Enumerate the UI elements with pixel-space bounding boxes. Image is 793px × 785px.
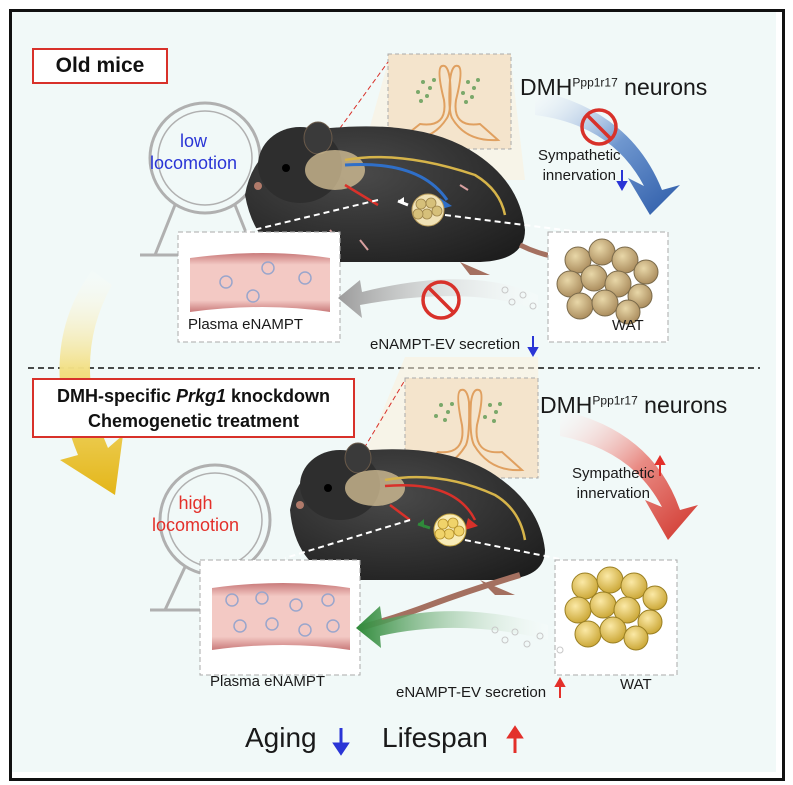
- plasma-box-bottom: [199, 559, 361, 676]
- secretion-label-bottom: eNAMPT-EV secretion: [396, 684, 547, 701]
- wat-box-top: [547, 231, 669, 343]
- brain-zoom-bottom: [355, 357, 540, 479]
- secretion-label-top: eNAMPT-EV secretion: [370, 336, 521, 353]
- wat-label-top: WAT: [612, 317, 644, 334]
- mouse-old-illustration: [245, 121, 601, 275]
- mouse-treated-illustration: [290, 442, 545, 635]
- neuron-label-bottom: DMHPpp1r17 neurons: [540, 392, 728, 418]
- inhibit-symbol-top: [580, 108, 618, 146]
- locomotion-label-top: low locomotion: [150, 131, 238, 173]
- secretion-up-arrow: [554, 676, 566, 698]
- sympathetic-label-top: Sympathetic innervation: [538, 147, 621, 184]
- sympathetic-label-bottom: Sympathetic innervation: [572, 465, 655, 502]
- secretion-arrow-bottom: [356, 606, 548, 648]
- sympathetic-arrow-top: [535, 90, 680, 215]
- plasma-label-top: Plasma eNAMPT: [188, 316, 304, 333]
- condition-label-treatment: DMH-specific Prkg1 knockdown Chemogeneti…: [32, 378, 355, 438]
- inhibit-symbol-secretion-top: [421, 280, 461, 320]
- secretion-down-arrow: [527, 336, 539, 358]
- treatment-arrow: [59, 270, 123, 495]
- secretion-arrow-top: [338, 279, 538, 318]
- sym-down-arrow: [616, 170, 628, 192]
- aging-label: Aging: [245, 722, 317, 753]
- lifespan-up-arrow: [506, 725, 524, 753]
- sympathetic-arrow-bottom: [560, 410, 698, 540]
- locomotion-label-bottom: high locomotion: [152, 493, 240, 535]
- lifespan-label: Lifespan: [382, 722, 488, 753]
- wat-box-bottom: [554, 559, 678, 676]
- wat-label-bottom: WAT: [620, 676, 652, 693]
- aging-down-arrow: [332, 728, 350, 756]
- neuron-label-top: DMHPpp1r17 neurons: [520, 74, 708, 100]
- plasma-box-top: [177, 231, 341, 343]
- plasma-label-bottom: Plasma eNAMPT: [210, 673, 326, 690]
- condition-label-old: Old mice: [32, 48, 168, 84]
- sym-up-arrow: [654, 454, 666, 476]
